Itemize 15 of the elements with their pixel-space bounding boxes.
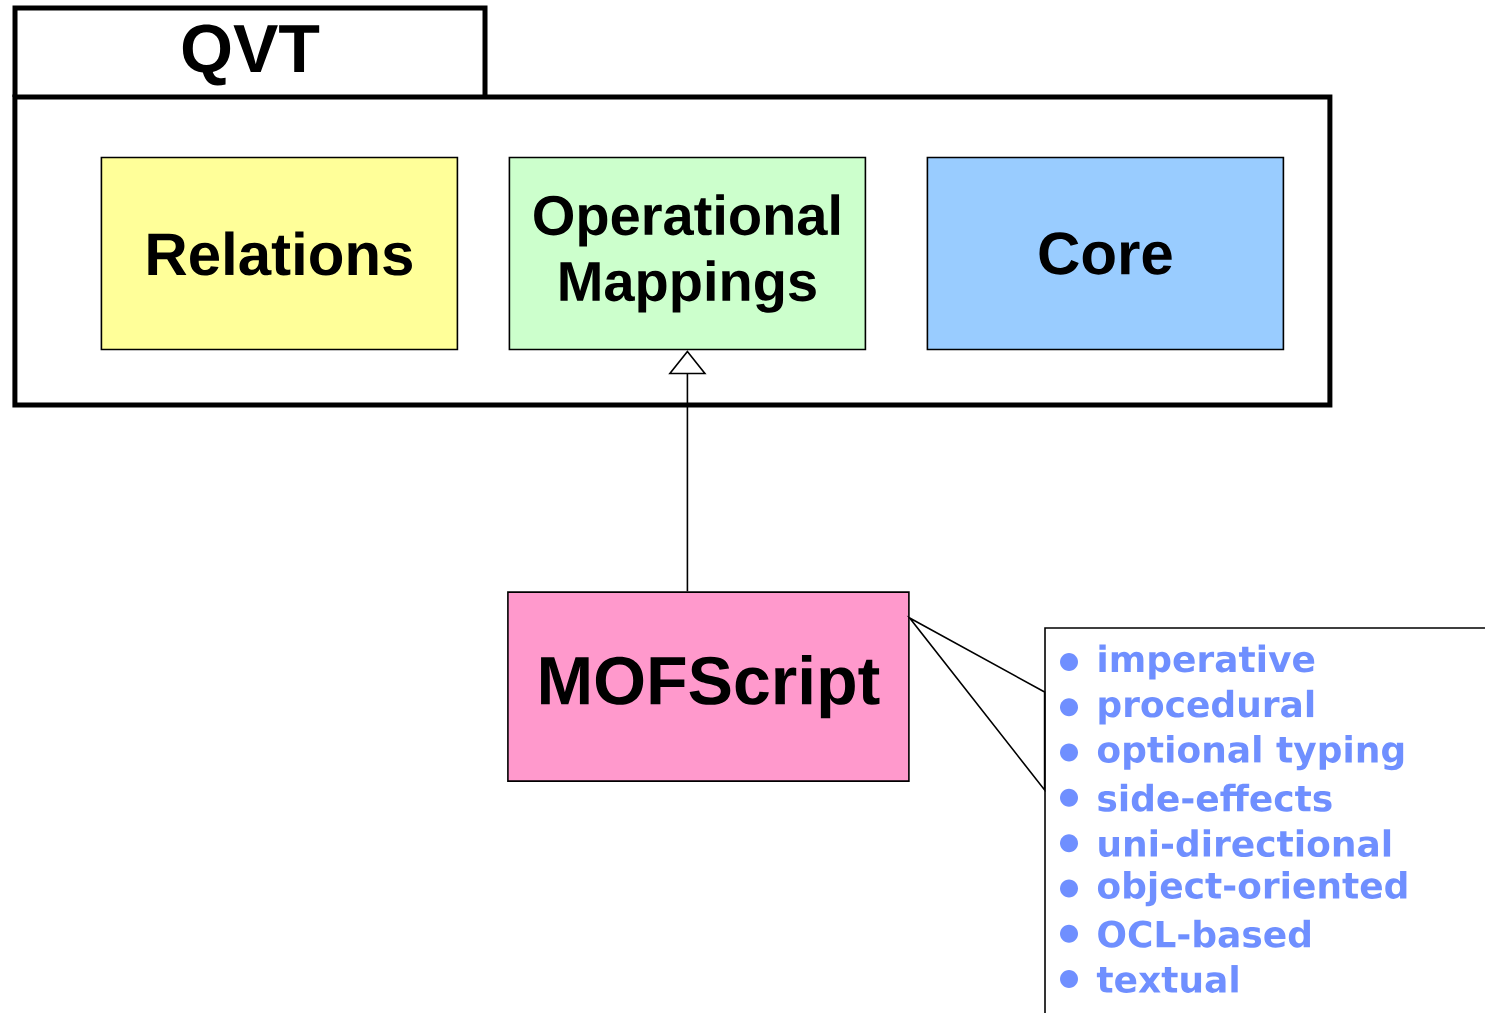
- package-box: Core: [926, 156, 1285, 351]
- package-box: Operational Mappings: [508, 156, 867, 351]
- note-box: [1044, 627, 1485, 1013]
- note-text: imperative: [1099, 644, 1315, 680]
- note-text: procedural: [1099, 689, 1314, 725]
- note-text: textual: [1096, 965, 1238, 993]
- node-label: QVT: [182, 24, 320, 86]
- language-box: MOFScript: [507, 591, 910, 782]
- note-text: object-oriented: [1097, 871, 1407, 907]
- note-text: OCL-based: [1098, 919, 1310, 948]
- note-text: optional typing: [1097, 735, 1404, 771]
- note-text: side-effects: [1098, 783, 1332, 812]
- package-box: Relations: [100, 156, 459, 351]
- note-anchor: [906, 615, 1046, 793]
- note-text: uni-directional: [1099, 829, 1391, 858]
